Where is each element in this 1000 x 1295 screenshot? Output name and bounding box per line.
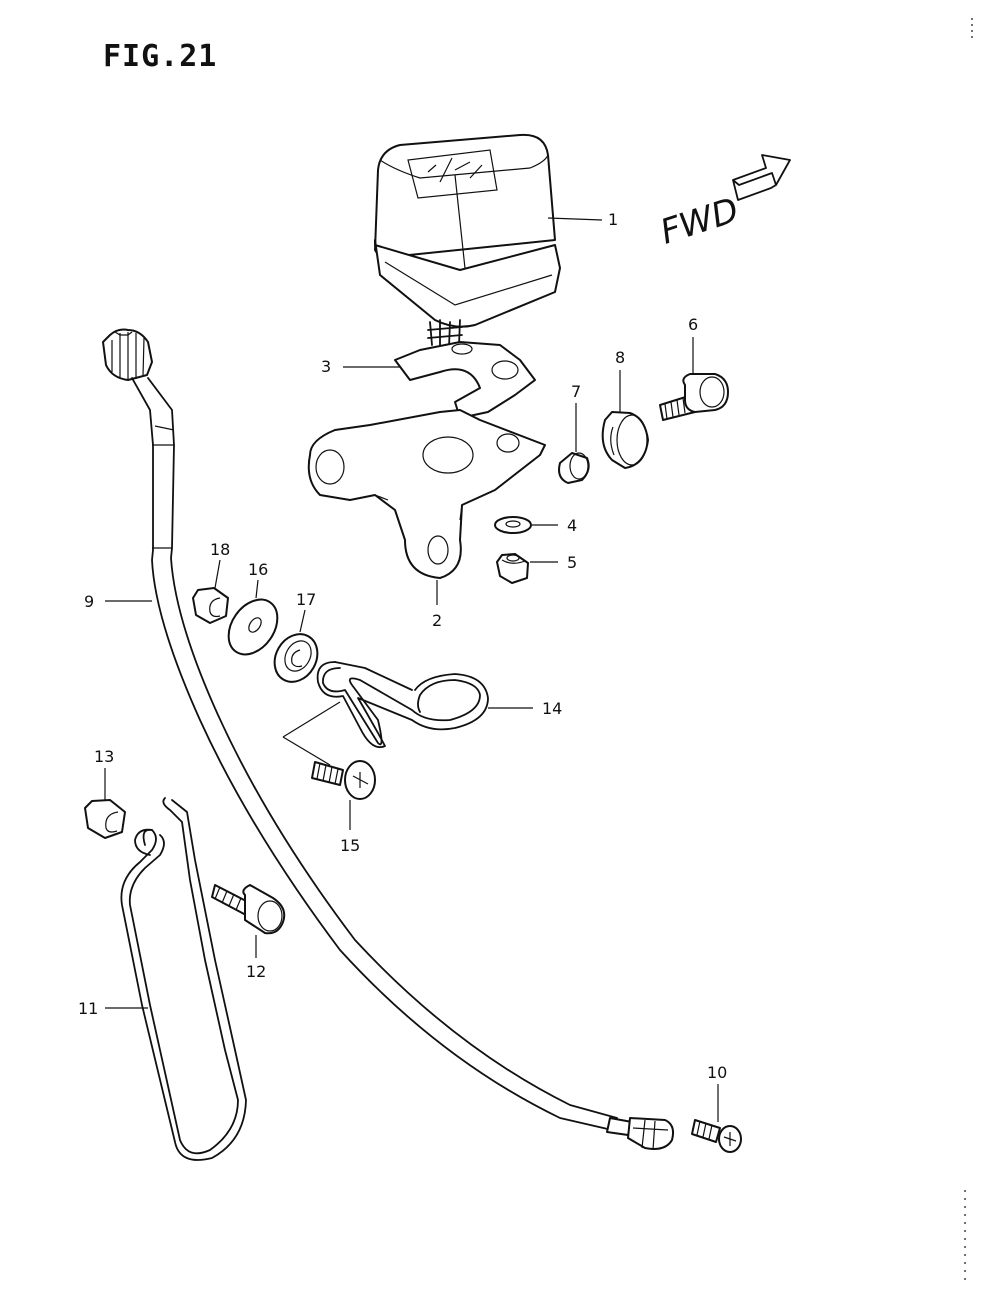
callout-8: 8 (615, 348, 625, 367)
leader-lines (104, 217, 719, 1122)
part-17-grommet (273, 633, 319, 683)
callout-10: 10 (707, 1063, 727, 1082)
part-4-washer (494, 516, 532, 534)
part-13-nut (84, 799, 126, 839)
part-5-nut (496, 553, 529, 584)
part-9-cable (102, 328, 675, 1151)
fwd-label: FWD (656, 190, 744, 253)
callout-9: 9 (84, 592, 94, 611)
callout-15: 15 (340, 836, 360, 855)
part-11-wire-hook (120, 797, 247, 1161)
part-3-bracket-plate (394, 341, 536, 419)
callout-16: 16 (248, 560, 268, 579)
callout-12: 12 (246, 962, 266, 981)
part-15-leader (282, 701, 341, 766)
callout-1: 1 (608, 210, 618, 229)
callout-14: 14 (542, 699, 562, 718)
figure-title: FIG.21 (103, 39, 217, 74)
callout-7: 7 (571, 382, 581, 401)
callout-3: 3 (321, 357, 331, 376)
callout-6: 6 (688, 315, 698, 334)
part-6-bolt (659, 373, 729, 421)
part-14-wire-clip (316, 661, 489, 749)
callout-4: 4 (567, 516, 577, 535)
part-10-screw (691, 1119, 742, 1153)
callout-13: 13 (94, 747, 114, 766)
part-18-cap-nut (192, 587, 229, 624)
part-1-relay (374, 133, 561, 348)
callout-2: 2 (432, 611, 442, 630)
callout-17: 17 (296, 590, 316, 609)
part-2-main-bracket (307, 409, 546, 579)
part-8-grommet (601, 411, 649, 469)
callout-11: 11 (78, 999, 98, 1018)
part-12-bolt (211, 884, 286, 935)
part-15-screw (311, 760, 376, 800)
callout-5: 5 (567, 553, 577, 572)
callout-18: 18 (210, 540, 230, 559)
scan-edge-marks (964, 18, 973, 1285)
part-16-washer (227, 598, 279, 656)
arrow-right-outline-icon (732, 154, 791, 201)
part-7-collar (558, 452, 590, 484)
forward-direction-indicator: FWD (656, 190, 744, 253)
